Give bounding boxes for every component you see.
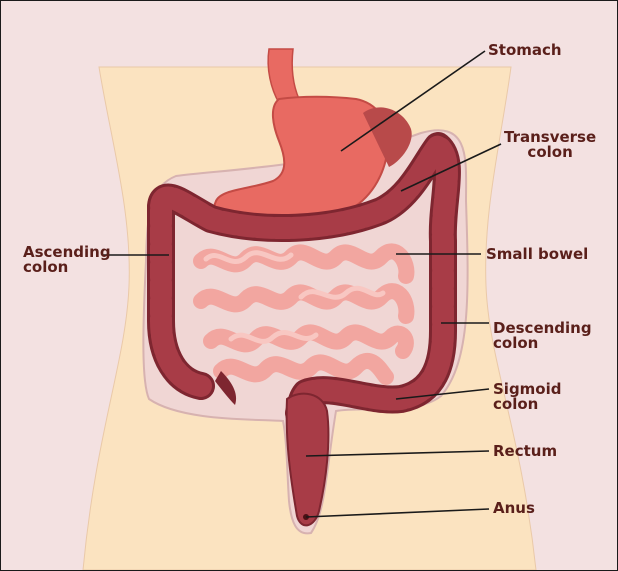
label-ascending-colon: Ascending colon — [23, 245, 111, 275]
label-transverse-colon: Transverse colon — [504, 130, 596, 160]
label-stomach: Stomach — [488, 43, 562, 58]
label-descending-colon: Descending colon — [493, 321, 592, 351]
label-sigmoid-colon: Sigmoid colon — [493, 382, 562, 412]
label-descending-line2: colon — [493, 336, 592, 351]
label-sigmoid-line2: colon — [493, 397, 562, 412]
label-ascending-line2: colon — [23, 260, 111, 275]
label-anus: Anus — [493, 501, 535, 516]
label-rectum: Rectum — [493, 444, 557, 459]
label-small-bowel: Small bowel — [486, 247, 588, 262]
label-transverse-line2: colon — [504, 145, 596, 160]
